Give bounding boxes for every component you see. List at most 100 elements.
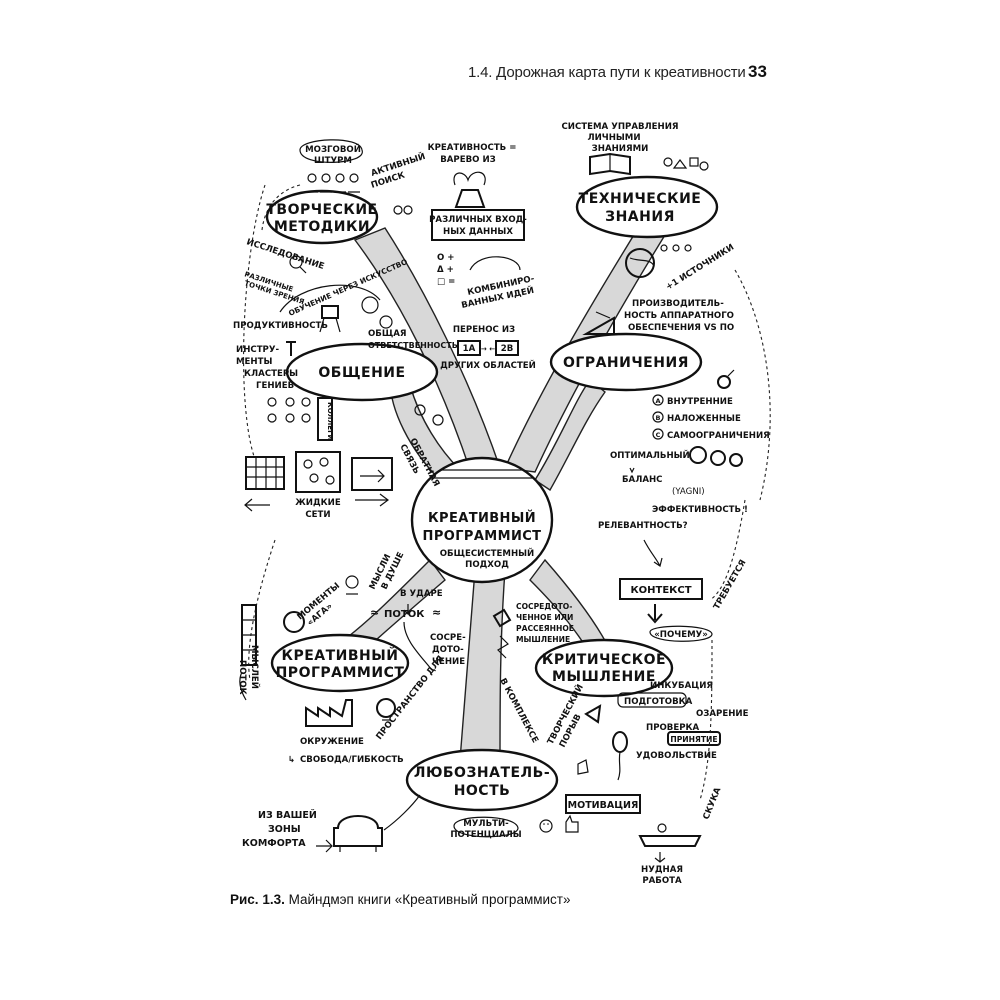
conveyor-icon	[638, 823, 702, 847]
svg-text:СИСТЕМА УПРАВЛЕНИЯ: СИСТЕМА УПРАВЛЕНИЯ	[561, 122, 678, 132]
svg-text:РАБОТА: РАБОТА	[642, 876, 682, 886]
context-group: КОНТЕКСТ ТРЕБУЕТСЯ «ПОЧЕМУ» ИНКУБАЦИЯ ПО…	[617, 558, 749, 886]
armchair-link	[383, 794, 421, 831]
svg-text:B: B	[656, 414, 661, 422]
svg-text:ТВОРЧЕСКИЕ: ТВОРЧЕСКИЕ	[266, 202, 377, 218]
svg-text:ПРОВЕРКА: ПРОВЕРКА	[646, 723, 700, 733]
svg-text:2B: 2B	[501, 344, 514, 354]
liquid-nets-group: ЖИДКИЕ СЕТИ	[244, 451, 393, 520]
svg-text:НЫХ ДАННЫХ: НЫХ ДАННЫХ	[443, 227, 513, 237]
genius-people-icon	[267, 397, 311, 423]
page-number: 33	[748, 62, 767, 81]
svg-text:ОГРАНИЧЕНИЯ: ОГРАНИЧЕНИЯ	[563, 355, 689, 371]
svg-text:ПРОИЗВОДИТЕЛЬ-: ПРОИЗВОДИТЕЛЬ-	[632, 299, 724, 309]
book-icon	[589, 152, 631, 176]
svg-text:→ ←: → ←	[481, 345, 495, 353]
marker-a	[652, 394, 664, 406]
wave-left: ≈	[370, 606, 379, 619]
svg-text:КОМФОРТА: КОМФОРТА	[242, 838, 306, 849]
svg-text:(YAGNI): (YAGNI)	[672, 487, 705, 497]
svg-text:БАЛАНС: БАЛАНС	[622, 475, 663, 485]
svg-text:ЧЕНИЕ: ЧЕНИЕ	[432, 657, 465, 667]
svg-text:ОПТИМАЛЬНЫЙ: ОПТИМАЛЬНЫЙ	[610, 449, 690, 461]
colleagues-box	[317, 397, 333, 441]
svg-text:ТЕХНИЧЕСКИЕ: ТЕХНИЧЕСКИЕ	[579, 191, 702, 207]
svg-text:КЛАСТЕРЫ: КЛАСТЕРЫ	[244, 369, 298, 379]
thought-arrow	[239, 671, 247, 701]
thought-flow-group: МЫСЛЕЙ ПОТОК	[237, 604, 261, 701]
chart-up-icon	[582, 311, 615, 335]
bomb-icon	[717, 369, 735, 389]
balloon-icon	[612, 731, 628, 781]
hand-icon	[577, 759, 589, 775]
shapes-icon	[663, 157, 709, 171]
svg-text:ОБЩЕНИЕ: ОБЩЕНИЕ	[318, 365, 405, 381]
arrows-box	[351, 457, 393, 491]
svg-text:СОСРЕДОТО-: СОСРЕДОТО-	[516, 602, 572, 611]
svg-text:ПРОДУКТИВНОСТЬ: ПРОДУКТИВНОСТЬ	[233, 321, 328, 331]
svg-text:+1 ИСТОЧНИКИ: +1 ИСТОЧНИКИ	[664, 243, 736, 293]
svg-text:НАЛОЖЕННЫЕ: НАЛОЖЕННЫЕ	[667, 414, 741, 424]
svg-text:КОНТЕКСТ: КОНТЕКСТ	[630, 585, 691, 596]
svg-text:ГЕНИЕВ: ГЕНИЕВ	[256, 381, 294, 391]
hw-perf-group: ПРОИЗВОДИТЕЛЬ- НОСТЬ АППАРАТНОГО ОБЕСПЕЧ…	[582, 299, 734, 335]
multipotential-cloud	[453, 816, 519, 838]
acceptance-box	[667, 731, 721, 746]
dash-top-left	[261, 184, 301, 231]
hub-critical: КРИТИЧЕСКОЕ МЫШЛЕНИЕ	[534, 638, 674, 698]
thumbs-up-icon	[565, 814, 579, 833]
svg-text:УДОВОЛЬСТВИЕ: УДОВОЛЬСТВИЕ	[636, 751, 717, 761]
people-small-icon	[660, 244, 692, 252]
svg-text:ОЗАРЕНИЕ: ОЗАРЕНИЕ	[696, 709, 749, 719]
svg-text:СОСРЕ-: СОСРЕ-	[430, 633, 466, 643]
svg-text:ЗОНЫ: ЗОНЫ	[268, 824, 301, 835]
svg-text:ИНКУБАЦИЯ: ИНКУБАЦИЯ	[650, 681, 713, 691]
svg-text:ЗНАНИЯМИ: ЗНАНИЯМИ	[592, 144, 649, 154]
bubbles-box	[295, 451, 341, 493]
svg-text:ОКРУЖЕНИЕ: ОКРУЖЕНИЕ	[300, 737, 364, 747]
svg-text:ШТУРМ: ШТУРМ	[314, 156, 352, 166]
svg-text:КРЕАТИВНЫЙ: КРЕАТИВНЫЙ	[282, 647, 399, 664]
wave-right: ≈	[432, 606, 441, 619]
dash-right-loop	[734, 269, 771, 501]
svg-text:ЧЕННОЕ ИЛИ: ЧЕННОЕ ИЛИ	[516, 613, 573, 622]
svg-text:ОТВЕТСТВЕННОСТЬ: ОТВЕТСТВЕННОСТЬ	[368, 341, 458, 350]
dash-right-lower	[709, 499, 746, 601]
svg-text:ЭФФЕКТИВНОСТЬ !: ЭФФЕКТИВНОСТЬ !	[652, 505, 748, 515]
right-arrow	[355, 493, 389, 507]
puzzle-icon	[492, 608, 512, 628]
svg-text:МУЛЬТИ-: МУЛЬТИ-	[463, 819, 509, 829]
flow-spiral	[403, 621, 433, 671]
marker-b	[652, 411, 664, 423]
center-title-2: ПРОГРАММИСТ	[423, 529, 542, 544]
why-cloud	[649, 625, 713, 642]
svg-text:ОБЕСПЕЧЕНИЯ VS ПО: ОБЕСПЕЧЕНИЯ VS ПО	[628, 323, 734, 333]
svg-text:«ПОЧЕМУ»: «ПОЧЕМУ»	[654, 630, 708, 640]
gears-icon	[689, 446, 743, 467]
svg-text:ИЗ ВАШЕЙ: ИЗ ВАШЕЙ	[258, 809, 317, 821]
cauldron-group: КРЕАТИВНОСТЬ = ВАРЕВО ИЗ РАЗЛИЧНЫХ ВХОД-…	[428, 143, 527, 241]
art-arc	[279, 284, 381, 313]
smiley-icon	[539, 819, 553, 833]
lightning-icon	[497, 635, 509, 659]
people-icon	[306, 173, 360, 193]
branch-methods	[353, 227, 501, 471]
svg-text:РЕЛЕВАНТНОСТЬ?: РЕЛЕВАНТНОСТЬ?	[598, 521, 688, 531]
svg-text:КРЕАТИВНОСТЬ =: КРЕАТИВНОСТЬ =	[428, 143, 517, 153]
boring-arrow	[654, 852, 666, 863]
dash-left-bottom	[248, 539, 276, 681]
svg-text:ПРОГРАММИСТ: ПРОГРАММИСТ	[276, 665, 405, 681]
svg-text:МЫШЛЕНИЕ: МЫШЛЕНИЕ	[552, 669, 656, 685]
svg-text:ПОТЕНЦИАЛЫ: ПОТЕНЦИАЛЫ	[450, 830, 521, 840]
central-node: КРЕАТИВНЫЙ ПРОГРАММИСТ ОБЩЕСИСТЕМНЫЙ ПОД…	[410, 456, 554, 584]
dashed-connectors	[243, 184, 771, 681]
svg-text:МЫСЛЕЙ: МЫСЛЕЙ	[249, 645, 261, 689]
lightbulb-icon	[376, 698, 396, 721]
running-header: 1.4. Дорожная карта пути к креативности	[468, 64, 746, 81]
svg-text:РАЗЛИЧНЫХ ВХОД-: РАЗЛИЧНЫХ ВХОД-	[429, 215, 527, 225]
svg-text:ДРУГИХ ОБЛАСТЕЙ: ДРУГИХ ОБЛАСТЕЙ	[440, 359, 536, 371]
hammer-icon	[286, 341, 296, 356]
svg-text:ВНУТРЕННИЕ: ВНУТРЕННИЕ	[667, 397, 733, 407]
